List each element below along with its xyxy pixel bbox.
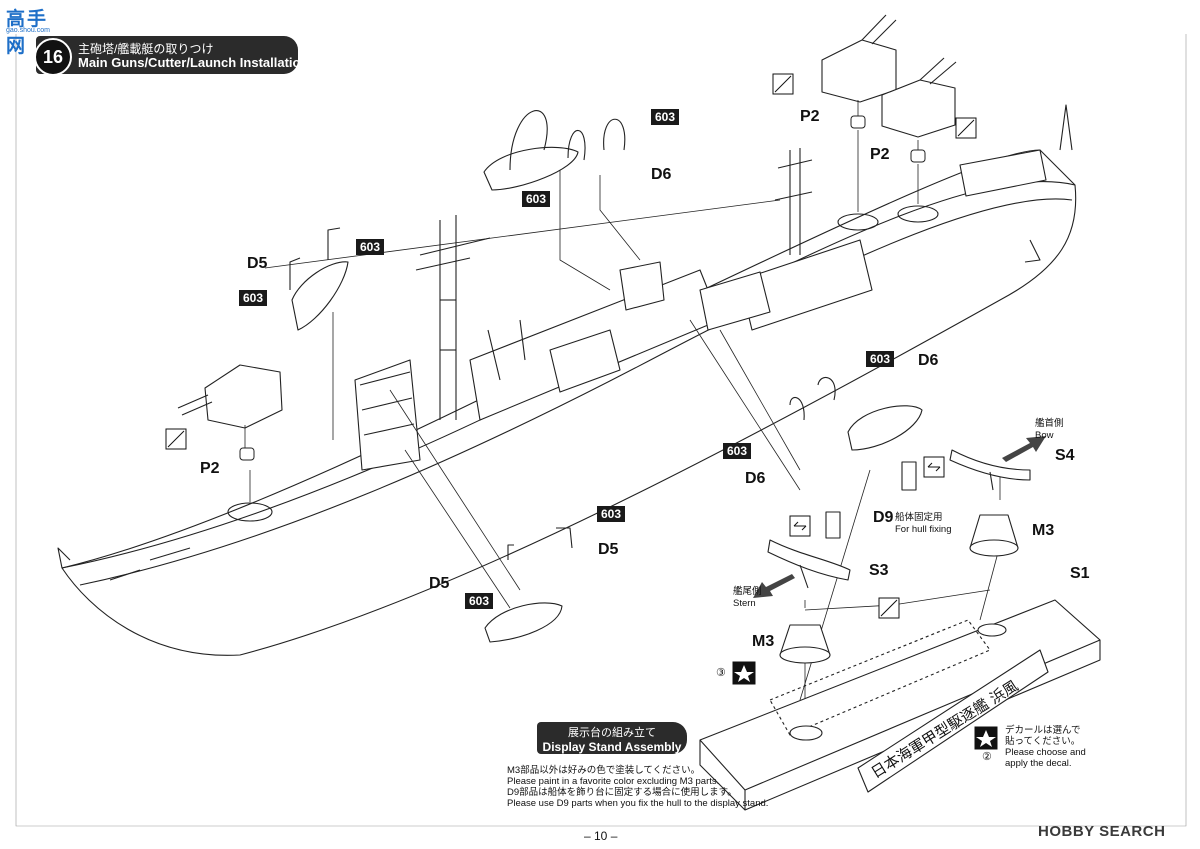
- part-label-s4: S4: [1055, 447, 1075, 464]
- stand-note: M3部品以外は好みの色で塗装してください。: [507, 765, 701, 776]
- paint-code-badge: 603: [239, 290, 268, 306]
- bow-arrow: [1002, 436, 1046, 462]
- paint-code-badge: 603: [651, 109, 680, 125]
- direction-arrows: [753, 436, 1046, 598]
- part-label-d9: D9: [873, 509, 894, 526]
- star-glyphs: [734, 665, 996, 747]
- display-stand: [699, 449, 1101, 811]
- part-label-s1: S1: [1070, 565, 1090, 582]
- stern-label-jp: 艦尾側: [733, 586, 762, 597]
- paint-code-badge: 603: [356, 239, 385, 255]
- masts: [415, 148, 813, 420]
- part-label-p2: P2: [870, 146, 890, 163]
- step-number: 16: [34, 38, 72, 76]
- decal-note-jp: デカールは選んで: [1005, 725, 1081, 736]
- step-header: 16 主砲塔/艦載艇の取りつけ Main Guns/Cutter/Launch …: [34, 36, 308, 76]
- page-number: – 10 –: [584, 829, 618, 843]
- stern-label-en: Stern: [733, 598, 756, 609]
- decal-note-en: apply the decal.: [1005, 758, 1072, 769]
- part-label-d6: D6: [745, 470, 766, 487]
- hull-fix-jp: 船体固定用: [895, 512, 943, 523]
- decal-note-jp: 貼ってください。: [1005, 736, 1081, 747]
- stand-title-jp: 展示台の組み立て: [568, 727, 656, 739]
- site-watermark: 高手网 gao.shou.com: [2, 2, 64, 57]
- paint-code-badge: 603: [597, 506, 626, 522]
- part-label-d5: D5: [598, 541, 619, 558]
- part-label-p2: P2: [800, 108, 820, 125]
- step-title-jp: 主砲塔/艦載艇の取りつけ: [78, 42, 214, 56]
- source-watermark: HOBBY SEARCH: [1038, 823, 1166, 840]
- deck-fittings: [109, 149, 1047, 581]
- p2-parts: [239, 115, 926, 461]
- part-label-d5: D5: [247, 255, 268, 272]
- part-label-m3: M3: [1032, 522, 1055, 539]
- decal-number: ③: [716, 667, 726, 679]
- step-title-en: Main Guns/Cutter/Launch Installation: [78, 55, 309, 70]
- part-label-d6: D6: [918, 352, 939, 369]
- stern-arrow: [753, 574, 795, 598]
- stand-note: D9部品は船体を飾り台に固定する場合に使用します。: [507, 787, 737, 798]
- stand-header: 展示台の組み立て Display Stand Assembly: [537, 722, 687, 754]
- watermark-url: gao.shou.com: [6, 27, 50, 34]
- paint-code-badge: 603: [465, 593, 494, 609]
- stand-title-en: Display Stand Assembly: [542, 740, 682, 754]
- part-label-s3: S3: [869, 562, 889, 579]
- part-label-m3: M3: [752, 633, 775, 650]
- part-label-d6: D6: [651, 166, 672, 183]
- watermark-logo: 高手网: [6, 8, 49, 57]
- decal-number: ②: [982, 751, 992, 763]
- hull-fix-en: For hull fixing: [895, 524, 952, 535]
- paint-code-badge: 603: [522, 191, 551, 207]
- decal-note-en: Please choose and: [1005, 747, 1086, 758]
- stand-note: Please paint in a favorite color excludi…: [507, 776, 720, 787]
- part-label-p2: P2: [200, 460, 220, 477]
- page-border: [15, 34, 1187, 827]
- paint-code-badge: 603: [866, 351, 895, 367]
- part-label-d5: D5: [429, 575, 450, 592]
- paint-code-badge: 603: [723, 443, 752, 459]
- stand-note: Please use D9 parts when you fix the hul…: [507, 798, 769, 809]
- davits: [289, 110, 836, 560]
- main-gun-turrets: [177, 14, 957, 429]
- lifeboats: [291, 146, 923, 643]
- bow-label-en: Bow: [1035, 430, 1054, 441]
- bow-label-jp: 艦首側: [1035, 418, 1064, 429]
